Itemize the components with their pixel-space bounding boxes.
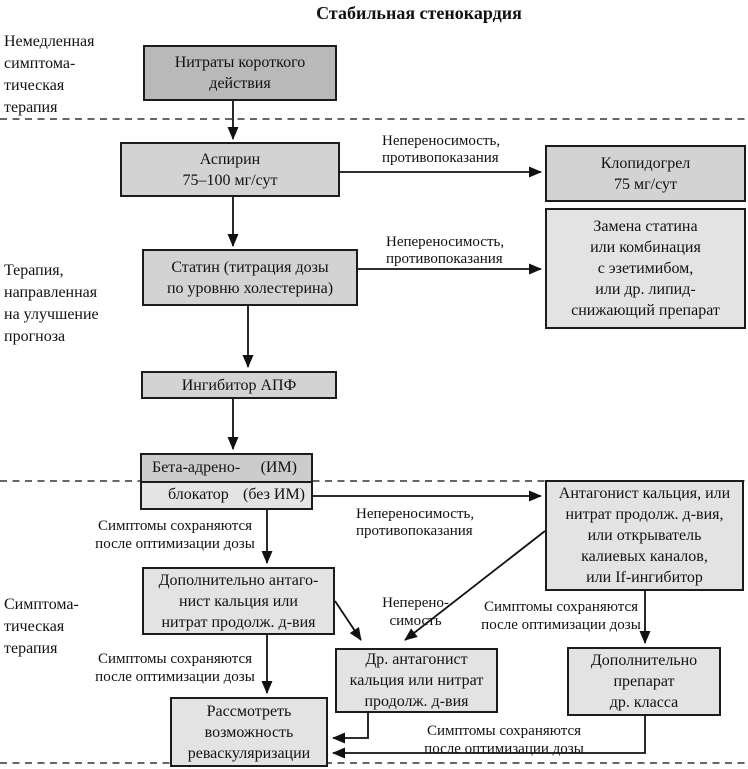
box-statin: Статин (титрация дозы по уровню холестер…	[142, 249, 358, 306]
beta-blocker-text2: блокатор	[168, 486, 229, 504]
edge-label-symptoms-after-antagonist: Симптомы сохраняются после оптимизации д…	[481, 599, 641, 633]
section-label-immediate: Немедленная симптома- тическая терапия	[4, 33, 95, 116]
edge-label-intolerance-aspirin: Непереносимость, противопоказания	[382, 133, 501, 166]
box-clopidogrel: Клопидогрел 75 мг/сут	[545, 145, 746, 202]
section-label-symptomatic: Симптома- тическая терапия	[4, 596, 79, 657]
edge-label-symptoms-bottom: Симптомы сохраняются после оптимизации д…	[424, 723, 584, 757]
box-aspirin: Аспирин 75–100 мг/сут	[120, 142, 340, 197]
box-calcium-antagonist: Антагонист кальция, или нитрат продолж. …	[545, 480, 744, 591]
edge-label-symptoms-after-beta: Симптомы сохраняются после оптимизации д…	[95, 518, 255, 552]
beta-blocker-text: Бета-адрено-	[152, 458, 241, 476]
beta-blocker-row-no-mi: блокатор (без ИМ)	[142, 482, 311, 508]
beta-blocker-no-mi-tag: (без ИМ)	[243, 486, 305, 504]
box-add-other-class-drug: Дополнительно препарат др. класса	[567, 647, 721, 716]
box-consider-revascularization: Рассмотреть возможность реваскуляризации	[170, 697, 328, 767]
beta-blocker-mi-tag: (ИМ)	[260, 458, 297, 476]
box-ace-inhibitor: Ингибитор АПФ	[141, 371, 337, 399]
box-statin-replacement: Замена статина или комбинация с эзетимиб…	[545, 208, 746, 329]
box-add-calcium-or-nitrate: Дополнительно антаго- нист кальция или н…	[142, 567, 335, 635]
edge-label-symptoms-after-add: Симптомы сохраняются после оптимизации д…	[95, 651, 255, 685]
edge-label-intolerance-beta: Непереносимость, противопоказания	[356, 506, 475, 539]
page-title: Стабильная стенокардия	[316, 3, 522, 23]
beta-blocker-row-mi: Бета-адрено- (ИМ)	[142, 455, 311, 483]
edge-label-intolerance-short: Неперено- симость	[382, 595, 449, 629]
box-short-acting-nitrates: Нитраты короткого действия	[143, 45, 337, 101]
box-other-calcium-or-nitrate: Др. антагонист кальция или нитрат продол…	[335, 648, 498, 713]
section-label-prognosis: Терапия, направленная на улучшение прогн…	[4, 262, 99, 345]
edge-label-intolerance-statin: Непереносимость, противопоказания	[386, 234, 505, 267]
box-beta-blocker: Бета-адрено- (ИМ) блокатор (без ИМ)	[140, 453, 313, 510]
